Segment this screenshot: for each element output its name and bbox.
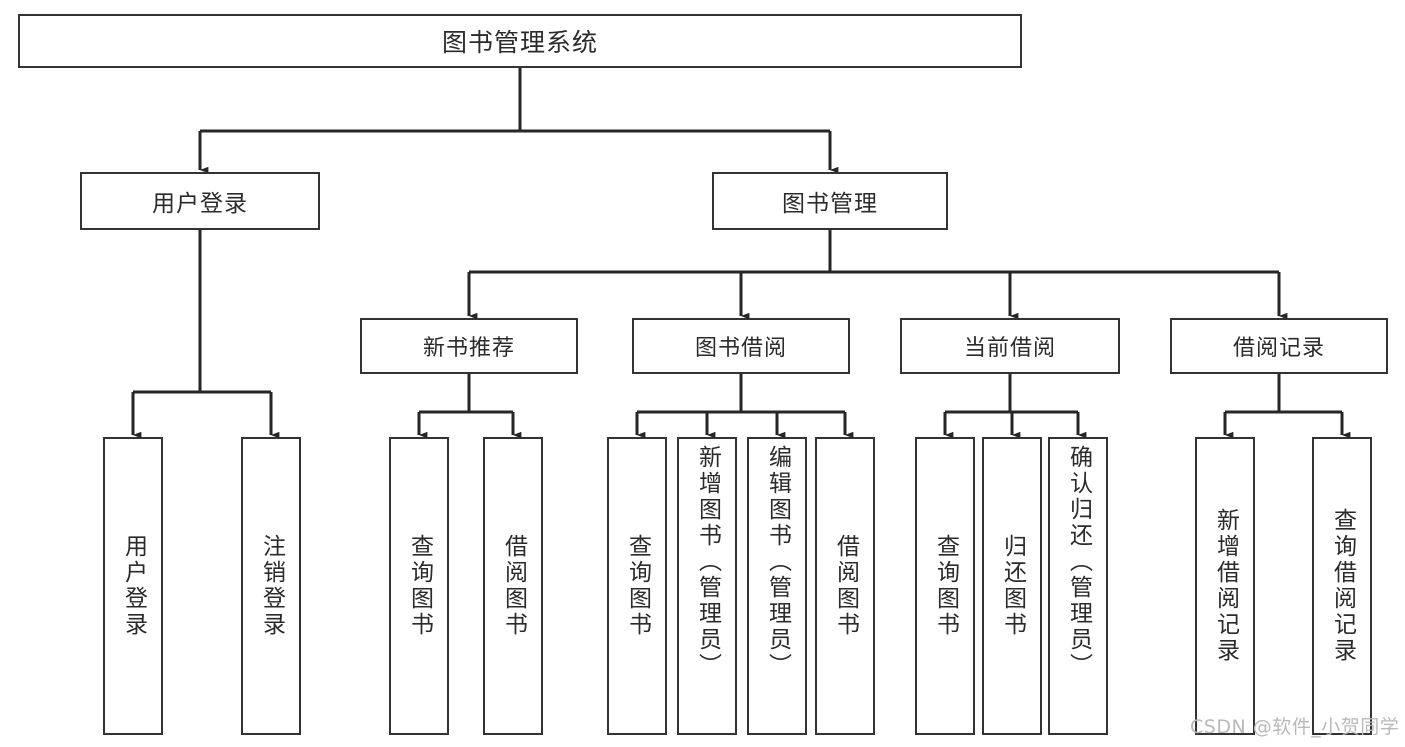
leaf-query-book-3[interactable]: 查询图书 [915,437,975,735]
leaf-add-book[interactable]: 新增图书（管理员） [677,437,737,735]
leaf-user-logout[interactable]: 注销登录 [241,437,301,735]
leaf-confirm-return[interactable]: 确认归还（管理员） [1048,437,1108,735]
leaf-borrow-book-1[interactable]: 借阅图书 [483,437,543,735]
node-current-borrow[interactable]: 当前借阅 [900,318,1120,374]
node-borrow-record[interactable]: 借阅记录 [1170,318,1388,374]
leaf-query-record[interactable]: 查询借阅记录 [1312,437,1372,735]
node-root[interactable]: 图书管理系统 [18,14,1022,68]
node-book-manage[interactable]: 图书管理 [712,172,948,230]
csdn-watermark: CSDN @软件_小贺同学 [1190,716,1400,738]
node-user-login[interactable]: 用户登录 [80,172,320,230]
node-book-borrow[interactable]: 图书借阅 [632,318,850,374]
leaf-user-login[interactable]: 用户登录 [103,437,163,735]
leaf-return-book[interactable]: 归还图书 [982,437,1042,735]
leaf-add-record[interactable]: 新增借阅记录 [1195,437,1255,735]
leaf-borrow-book-2[interactable]: 借阅图书 [815,437,875,735]
node-new-book-rec[interactable]: 新书推荐 [360,318,578,374]
leaf-edit-book[interactable]: 编辑图书（管理员） [747,437,807,735]
leaf-query-book-1[interactable]: 查询图书 [389,437,449,735]
leaf-query-book-2[interactable]: 查询图书 [607,437,667,735]
